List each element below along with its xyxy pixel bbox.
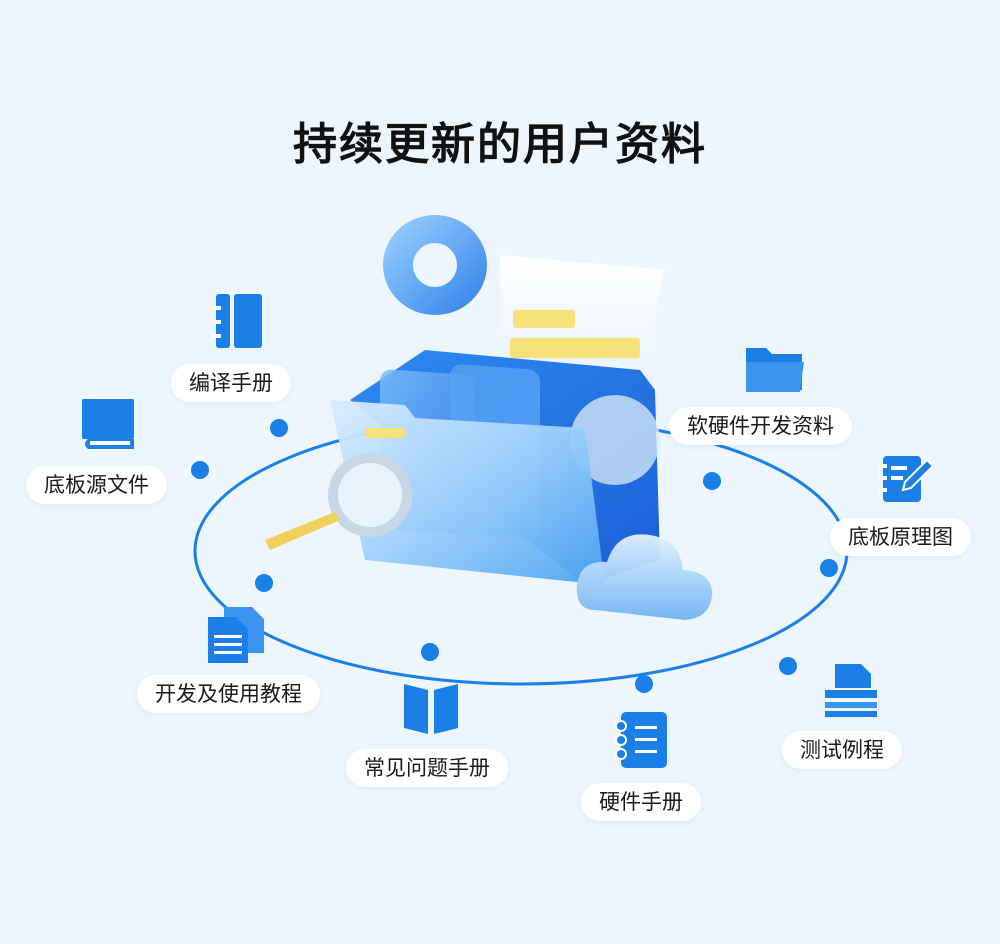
orbit-node	[779, 657, 797, 675]
spiral-list-icon	[615, 712, 667, 768]
documents-icon	[208, 607, 264, 663]
open-book-icon	[404, 684, 458, 734]
page-title: 持续更新的用户资料	[293, 119, 707, 170]
spiral-notebook-icon	[213, 294, 262, 348]
label-compile-manual: 编译手册	[171, 364, 291, 402]
book-icon	[82, 399, 134, 449]
orbit-node	[635, 675, 653, 693]
orbit-node	[270, 419, 288, 437]
label-schematic: 底板原理图	[830, 518, 971, 556]
label-board-source: 底板源文件	[26, 466, 167, 504]
orbit-node	[255, 574, 273, 592]
orbit-node	[820, 559, 838, 577]
folder-icon	[746, 348, 804, 392]
label-dev-materials: 软硬件开发资料	[669, 407, 852, 445]
orbit-node	[421, 643, 439, 661]
printer-icon	[825, 664, 877, 717]
notebook-pen-icon	[879, 456, 933, 502]
label-faq-manual: 常见问题手册	[346, 749, 508, 787]
label-tutorial: 开发及使用教程	[137, 675, 320, 713]
folder-illustration	[265, 215, 713, 620]
orbit-node	[703, 472, 721, 490]
label-test-examples: 测试例程	[782, 731, 902, 769]
label-hardware-manual: 硬件手册	[581, 783, 701, 821]
orbit-node	[191, 461, 209, 479]
